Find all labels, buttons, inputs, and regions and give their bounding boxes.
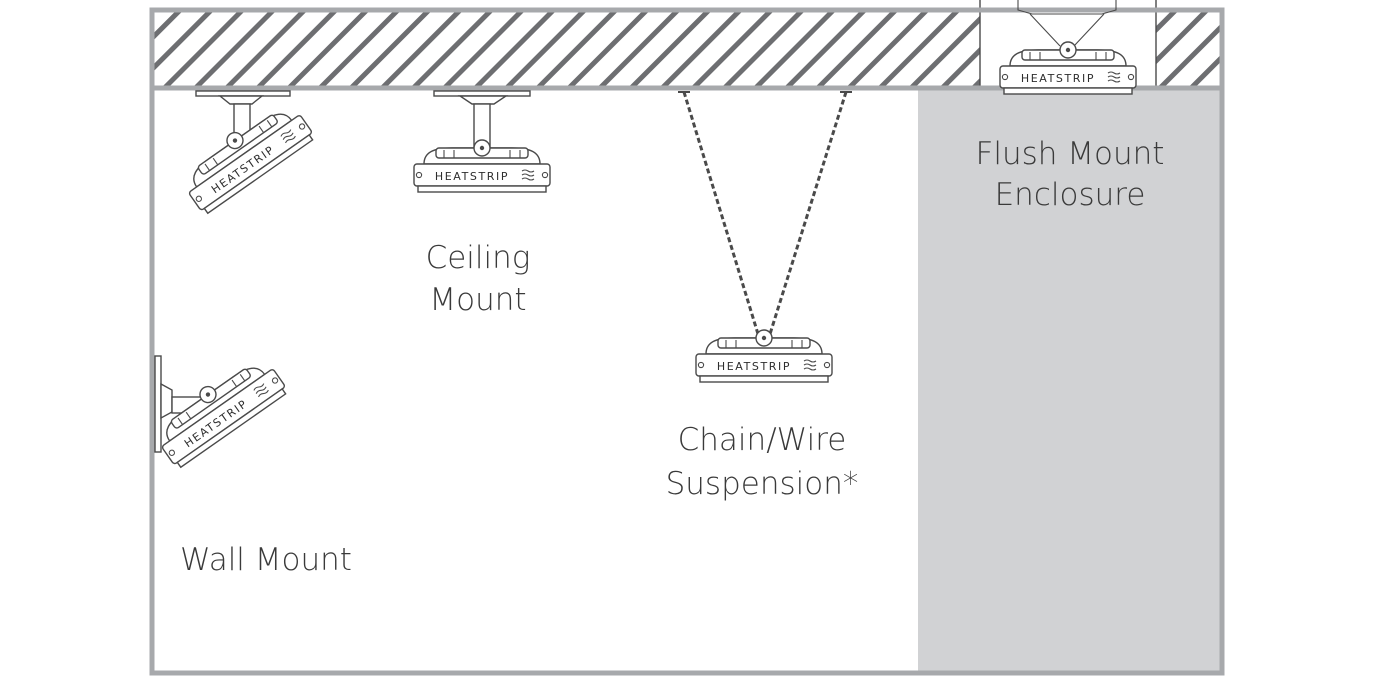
heater-brand-4: HEATSTRIP bbox=[717, 360, 791, 373]
label-ceiling-line2: Mount bbox=[429, 282, 526, 318]
chain-suspension: HEATSTRIP bbox=[678, 91, 852, 383]
label-chain-line2: Suspension* bbox=[666, 466, 859, 502]
label-flush-line2: Enclosure bbox=[995, 177, 1146, 213]
flush-mount: HEATSTRIP bbox=[999, 0, 1137, 95]
label-ceiling-line1: Ceiling bbox=[426, 240, 531, 276]
ceiling-mount: HEATSTRIP bbox=[413, 90, 551, 193]
enclosure-region bbox=[918, 90, 1222, 672]
room-frame bbox=[149, 7, 1225, 676]
label-wall-mount: Wall Mount bbox=[180, 542, 352, 578]
label-chain-line1: Chain/Wire bbox=[678, 422, 847, 458]
heater-brand-2: HEATSTRIP bbox=[435, 170, 509, 183]
label-flush-line1: Flush Mount bbox=[976, 136, 1165, 172]
heater-brand-5: HEATSTRIP bbox=[1021, 72, 1095, 85]
wall-mount: HEATSTRIP bbox=[146, 348, 290, 471]
angled-ceiling-mount: HEATSTRIP bbox=[173, 90, 317, 217]
